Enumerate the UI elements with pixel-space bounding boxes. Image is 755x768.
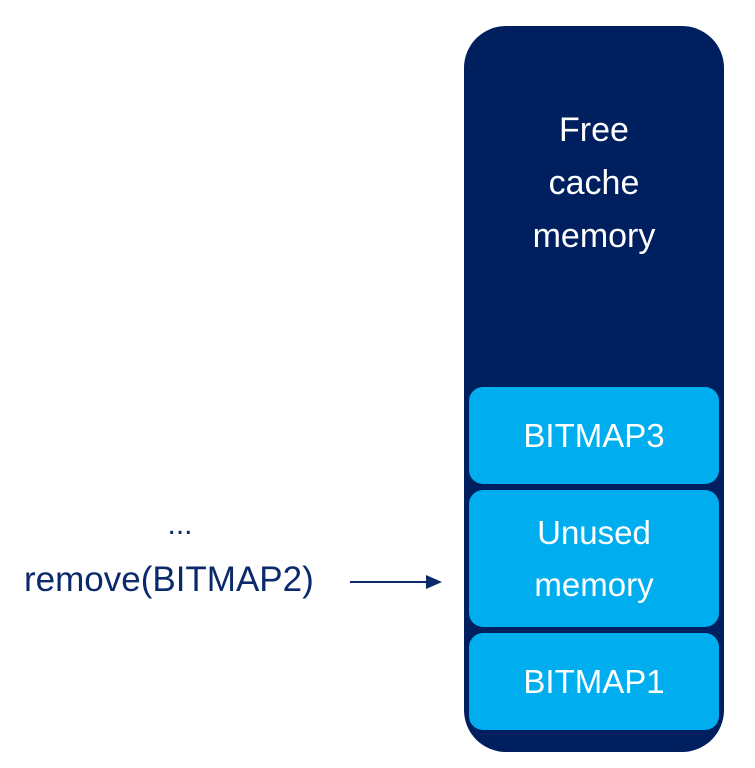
ellipsis-text: ...	[167, 508, 193, 541]
bitmap3-label: BITMAP3	[523, 416, 665, 454]
unused-label-line: Unused	[537, 513, 651, 551]
right-arrow-icon	[350, 575, 442, 589]
arrow-head	[426, 575, 442, 589]
bitmap1-label: BITMAP1	[523, 662, 665, 700]
free-label-line: cache	[548, 164, 640, 202]
unused-memory-block: Unused memory	[469, 490, 719, 627]
bitmap1-block: BITMAP1	[469, 633, 719, 730]
free-label-line: Free	[559, 111, 629, 149]
bitmap3-block: BITMAP3	[469, 387, 719, 484]
unused-label-line: memory	[534, 565, 654, 603]
remove-call-text: remove(BITMAP2)	[24, 560, 314, 599]
free-cache-memory-label: Free cache memory	[464, 104, 724, 263]
free-label-line: memory	[532, 217, 656, 255]
